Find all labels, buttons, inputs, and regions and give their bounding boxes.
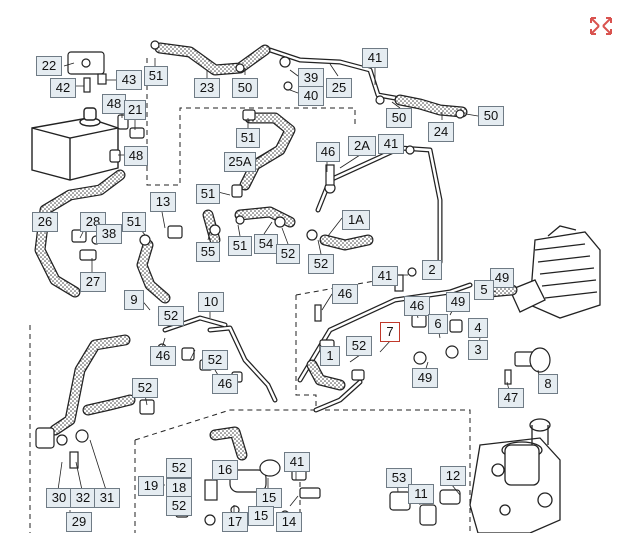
callout-51[interactable]: 51 [228,236,252,256]
callout-51[interactable]: 51 [144,66,168,86]
callout-29[interactable]: 29 [66,512,92,532]
callout-52[interactable]: 52 [132,378,158,398]
callout-52[interactable]: 52 [276,244,300,264]
callout-2A[interactable]: 2A [348,136,376,156]
callout-40[interactable]: 40 [298,86,324,106]
callout-10[interactable]: 10 [198,292,224,312]
callout-50[interactable]: 50 [478,106,504,126]
callout-14[interactable]: 14 [276,512,302,532]
callout-25[interactable]: 25 [326,78,352,98]
callout-1A[interactable]: 1A [342,210,370,230]
callout-53[interactable]: 53 [386,468,412,488]
callout-41[interactable]: 41 [284,452,310,472]
callout-42[interactable]: 42 [50,78,76,98]
callout-18[interactable]: 18 [166,478,192,498]
callout-11[interactable]: 11 [408,484,434,504]
callout-52[interactable]: 52 [308,254,334,274]
callout-2[interactable]: 2 [422,260,442,280]
callout-9[interactable]: 9 [124,290,144,310]
callout-19[interactable]: 19 [138,476,164,496]
callout-43[interactable]: 43 [116,70,142,90]
callout-46[interactable]: 46 [316,142,340,162]
callout-46[interactable]: 46 [404,296,430,316]
callout-51[interactable]: 51 [122,212,146,232]
callout-51[interactable]: 51 [196,184,220,204]
callout-5[interactable]: 5 [474,280,494,300]
callout-31[interactable]: 31 [94,488,120,508]
callout-46[interactable]: 46 [212,374,238,394]
callout-48[interactable]: 48 [102,94,126,114]
callout-15[interactable]: 15 [248,506,274,526]
callout-15[interactable]: 15 [256,488,282,508]
oil-filter-housing [469,418,561,533]
callout-30[interactable]: 30 [46,488,72,508]
callout-8[interactable]: 8 [538,374,558,394]
callout-16[interactable]: 16 [212,460,238,480]
callout-24[interactable]: 24 [428,122,454,142]
callout-50[interactable]: 50 [386,108,412,128]
callout-17[interactable]: 17 [222,512,248,532]
callout-51[interactable]: 51 [236,128,260,148]
callout-48[interactable]: 48 [124,146,148,166]
heater-core [509,225,601,319]
callout-52[interactable]: 52 [166,458,192,478]
callout-55[interactable]: 55 [196,242,220,262]
callout-13[interactable]: 13 [150,192,176,212]
callout-7-highlighted[interactable]: 7 [380,322,400,342]
callout-52[interactable]: 52 [346,336,372,356]
callout-49[interactable]: 49 [446,292,470,312]
callout-6[interactable]: 6 [428,314,448,334]
callout-3[interactable]: 3 [468,340,488,360]
callout-4[interactable]: 4 [468,318,488,338]
expansion-tank [31,107,119,181]
expand-arrows-icon[interactable] [590,17,612,35]
callout-1[interactable]: 1 [320,346,340,366]
callout-26[interactable]: 26 [32,212,58,232]
callout-39[interactable]: 39 [298,68,324,88]
callout-12[interactable]: 12 [440,466,466,486]
callout-52[interactable]: 52 [202,350,228,370]
callout-54[interactable]: 54 [254,234,278,254]
callout-41[interactable]: 41 [362,48,388,68]
callout-21[interactable]: 21 [124,100,146,120]
callout-41[interactable]: 41 [372,266,398,286]
callout-50[interactable]: 50 [232,78,258,98]
callout-49[interactable]: 49 [490,268,514,288]
callout-52[interactable]: 52 [158,306,184,326]
callout-32[interactable]: 32 [70,488,96,508]
callout-47[interactable]: 47 [498,388,524,408]
callout-22[interactable]: 22 [36,56,62,76]
callout-27[interactable]: 27 [80,272,106,292]
callout-46[interactable]: 46 [332,284,358,304]
callout-23[interactable]: 23 [194,78,220,98]
callout-41[interactable]: 41 [378,134,404,154]
callout-25A[interactable]: 25A [224,152,256,172]
callout-46[interactable]: 46 [150,346,176,366]
callout-52[interactable]: 52 [166,496,192,516]
callout-49[interactable]: 49 [412,368,438,388]
callout-38[interactable]: 38 [96,224,122,244]
